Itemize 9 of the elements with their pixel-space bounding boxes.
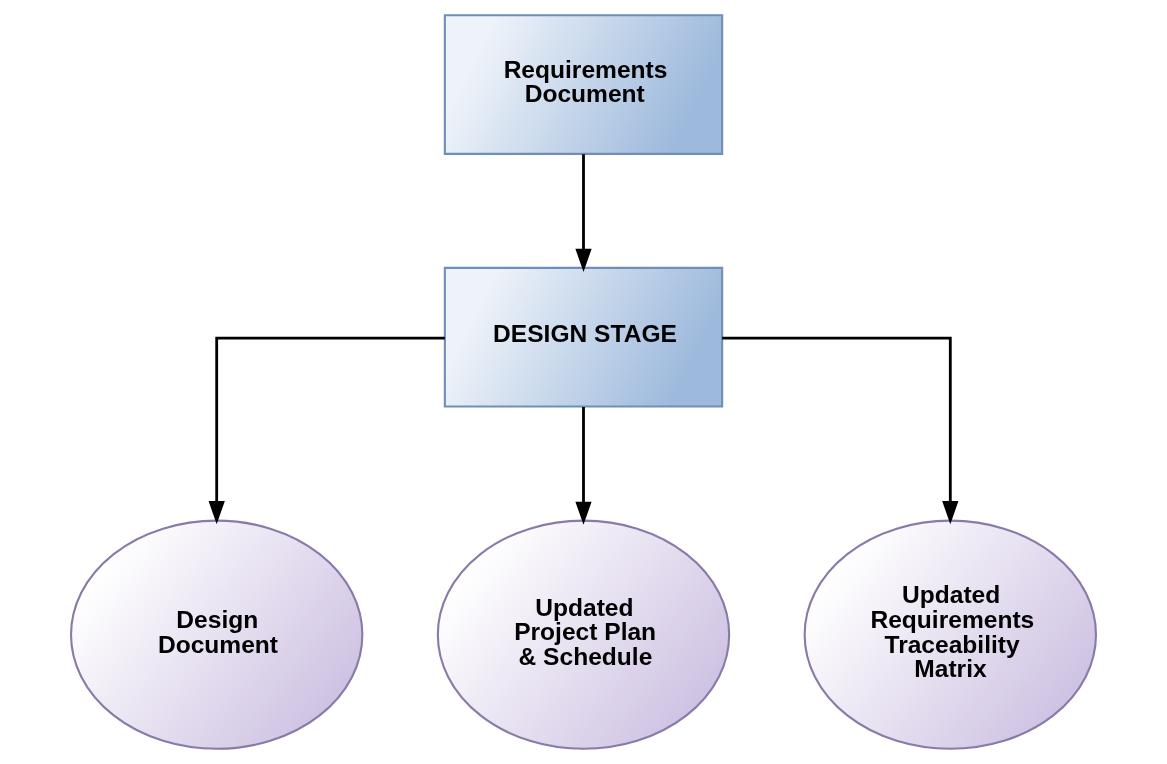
- arrow: [575, 154, 592, 272]
- node-ellipse: Updated Project Plan & Schedule: [436, 519, 731, 750]
- node-box: DESIGN STAGE: [443, 266, 724, 408]
- arrow: [208, 336, 445, 525]
- node-ellipse: Updated Requirements Traceability Matrix: [803, 519, 1098, 750]
- node-ellipse: Design Document: [69, 519, 364, 750]
- arrow: [575, 407, 592, 525]
- node-box: Requirements Document: [443, 14, 724, 155]
- arrow: [722, 336, 959, 525]
